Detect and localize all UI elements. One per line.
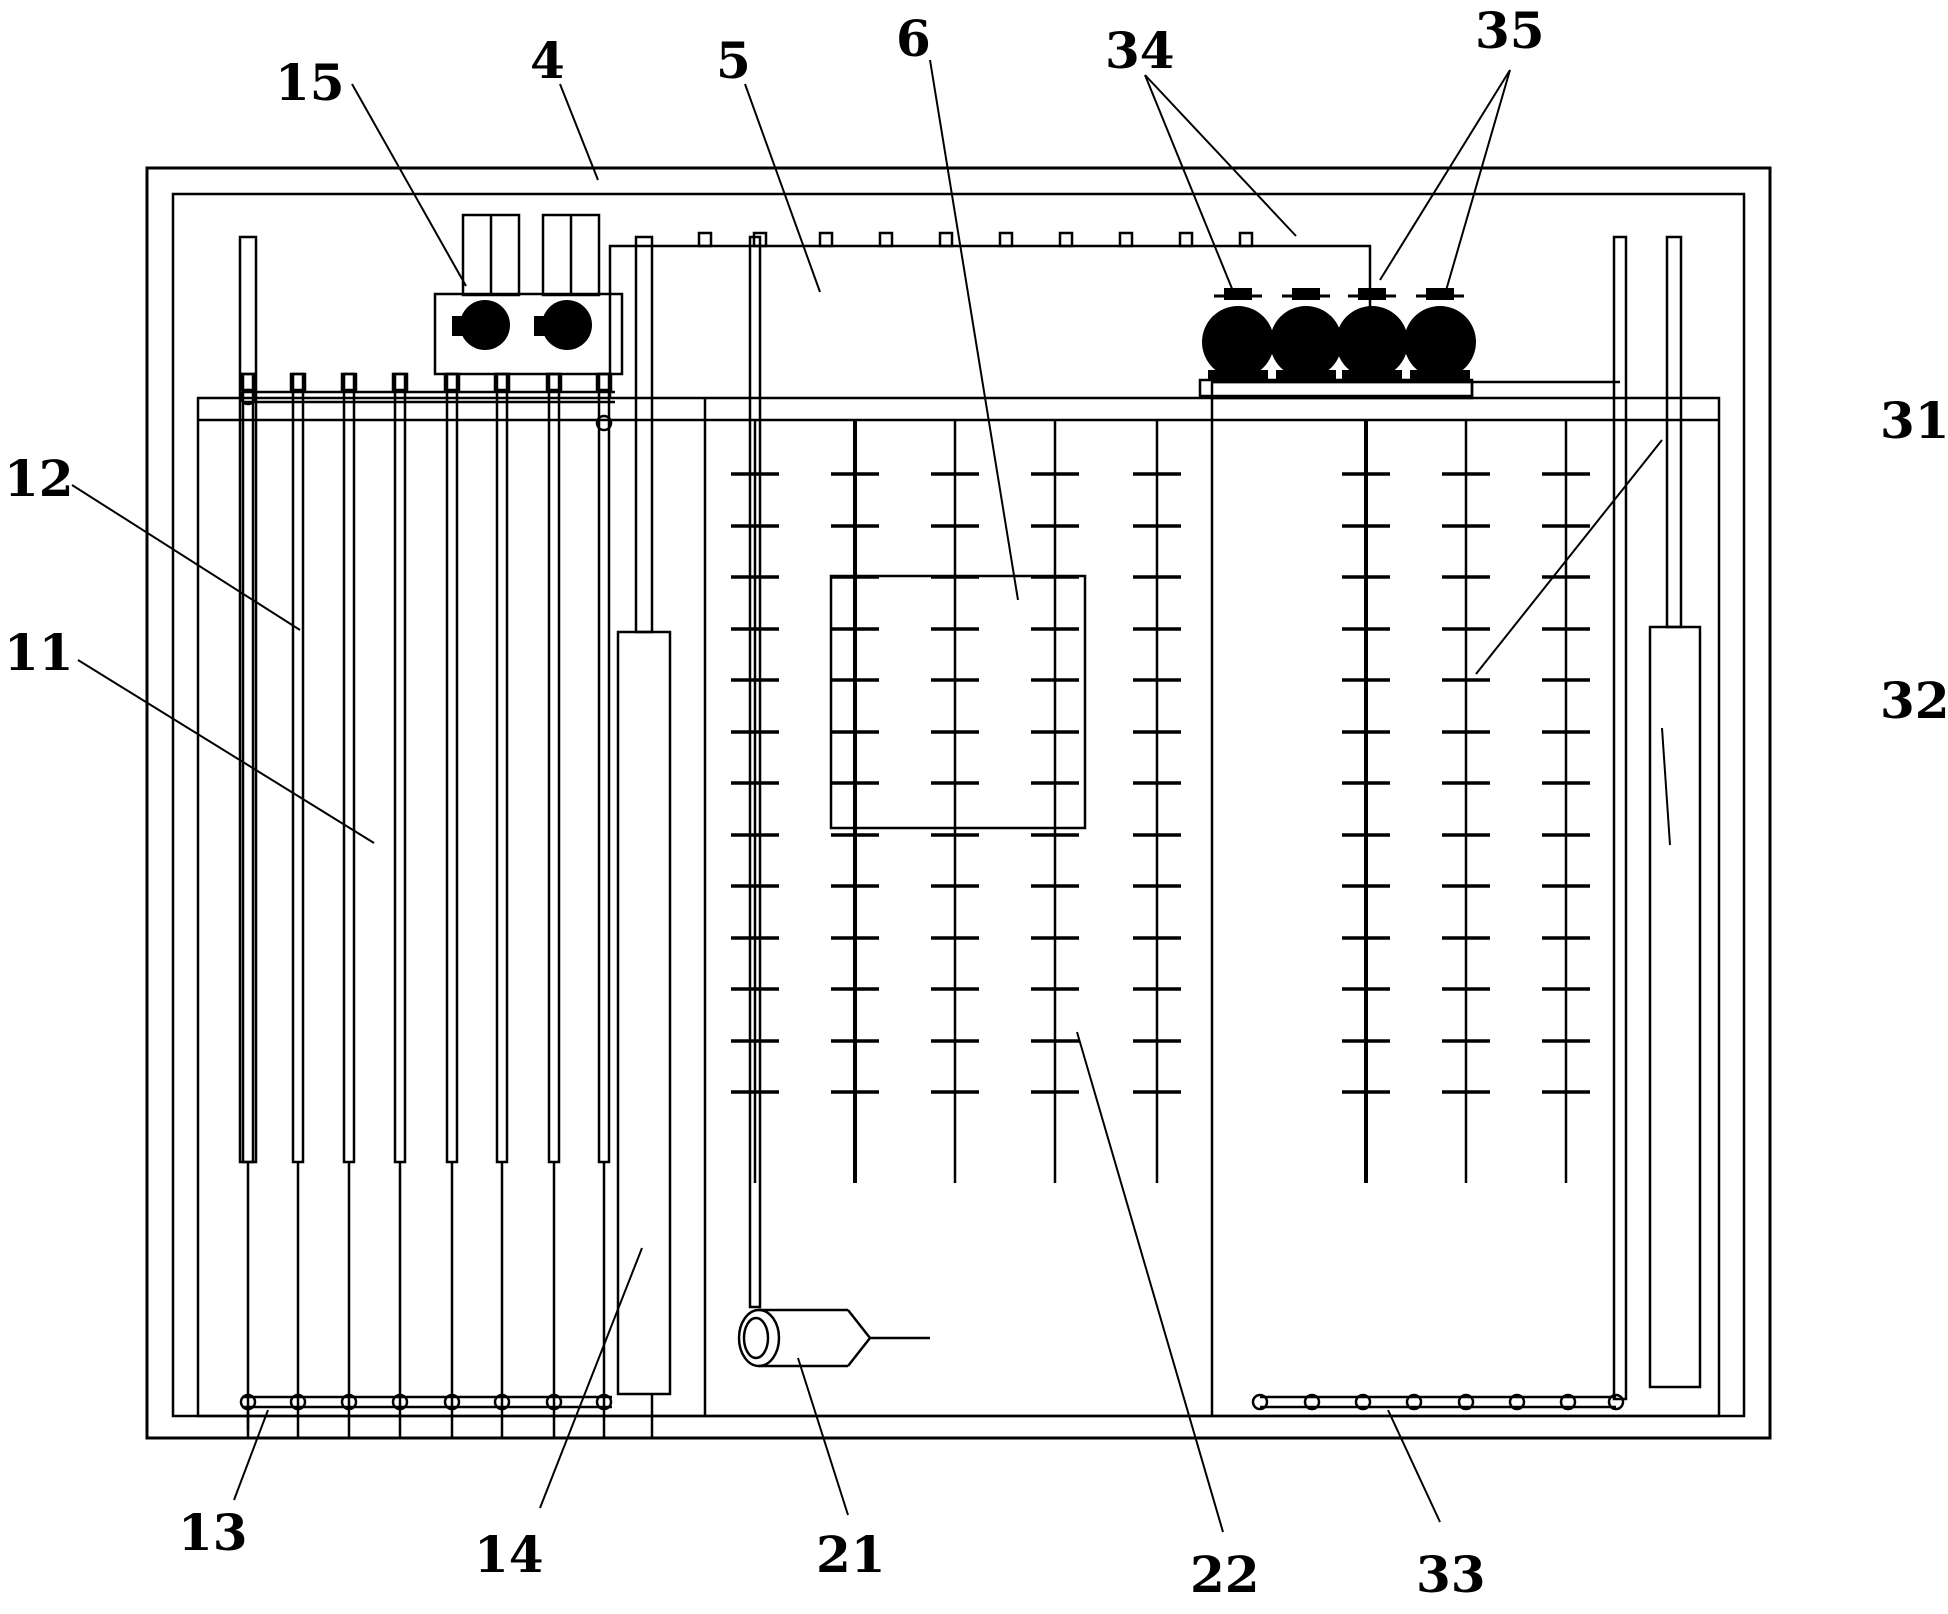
membrane-tube bbox=[547, 372, 561, 1164]
label-35: 35 bbox=[1475, 1, 1545, 60]
tube-cap bbox=[595, 372, 613, 392]
membrane-tube bbox=[597, 372, 611, 1164]
membrane-tube bbox=[342, 372, 356, 1164]
blower-body bbox=[1202, 306, 1274, 378]
bottom-diffuser bbox=[595, 1393, 613, 1411]
membrane-tube bbox=[445, 372, 459, 1164]
bottom-diffuser bbox=[1303, 1393, 1321, 1411]
top-valve bbox=[239, 388, 257, 406]
blower-skid bbox=[1198, 378, 1474, 398]
blower-flange bbox=[1426, 288, 1454, 300]
label-15: 15 bbox=[275, 53, 345, 112]
bottom-diffuser bbox=[239, 1393, 257, 1411]
nozzle bbox=[1118, 231, 1134, 248]
blower-flange bbox=[1358, 288, 1386, 300]
bottom-diffuser bbox=[1457, 1393, 1475, 1411]
tube-cap bbox=[340, 372, 358, 392]
nozzle bbox=[1058, 231, 1074, 248]
bottom-diffuser bbox=[340, 1393, 358, 1411]
blower-base bbox=[1410, 370, 1470, 380]
tube-cap bbox=[493, 372, 511, 392]
label-13: 13 bbox=[178, 1503, 248, 1562]
label-34: 34 bbox=[1105, 21, 1175, 80]
bottom-diffuser bbox=[391, 1393, 409, 1411]
left-compartment bbox=[238, 213, 672, 1438]
top-valve bbox=[595, 414, 613, 432]
bottom-diffuser bbox=[1607, 1393, 1625, 1411]
label-33: 33 bbox=[1416, 1545, 1486, 1604]
bottom-diffuser bbox=[493, 1393, 511, 1411]
nozzle bbox=[697, 231, 713, 248]
nozzle bbox=[878, 231, 894, 248]
membrane-tube bbox=[393, 372, 407, 1164]
tube-cap bbox=[289, 372, 307, 392]
tube-cap bbox=[391, 372, 409, 392]
blower-flange bbox=[1224, 288, 1252, 300]
blower-flange bbox=[1292, 288, 1320, 300]
blower-base bbox=[1208, 370, 1268, 380]
label-22: 22 bbox=[1190, 1545, 1260, 1604]
bottom-diffuser bbox=[1251, 1393, 1269, 1411]
nozzle bbox=[938, 231, 954, 248]
nozzle bbox=[818, 231, 834, 248]
label-14: 14 bbox=[474, 1525, 544, 1584]
bottom-diffuser bbox=[545, 1393, 563, 1411]
tube-cap bbox=[443, 372, 461, 392]
label-31: 31 bbox=[1880, 391, 1948, 450]
blower-base bbox=[1276, 370, 1336, 380]
nozzle bbox=[1238, 231, 1254, 248]
label-11: 11 bbox=[4, 623, 74, 682]
nozzle bbox=[998, 231, 1014, 248]
middle-compartment bbox=[731, 235, 1181, 1368]
blower-body bbox=[1336, 306, 1408, 378]
compartment-walls bbox=[196, 380, 1721, 1418]
bottom-diffuser bbox=[1508, 1393, 1526, 1411]
leader-lines bbox=[71, 59, 1671, 1533]
bottom-diffuser bbox=[1354, 1393, 1372, 1411]
bottom-diffuser bbox=[1559, 1393, 1577, 1411]
blower-body bbox=[1270, 306, 1342, 378]
label-4: 4 bbox=[530, 31, 565, 90]
membrane-tube bbox=[291, 372, 305, 1164]
bottom-diffuser bbox=[289, 1393, 307, 1411]
bottom-diffuser bbox=[443, 1393, 461, 1411]
pumps-15 bbox=[452, 300, 592, 350]
label-21: 21 bbox=[816, 1525, 886, 1584]
membrane-tube bbox=[495, 372, 509, 1164]
nozzle bbox=[1178, 231, 1194, 248]
label-32: 32 bbox=[1880, 671, 1948, 730]
blower-base bbox=[1342, 370, 1402, 380]
bottom-diffuser bbox=[1405, 1393, 1423, 1411]
outer-tank bbox=[145, 166, 1772, 1440]
right-compartment bbox=[1210, 235, 1702, 1411]
blowers bbox=[1198, 288, 1476, 398]
blower-body bbox=[1404, 306, 1476, 378]
label-6: 6 bbox=[896, 9, 931, 68]
label-5: 5 bbox=[716, 31, 751, 90]
tube-cap bbox=[545, 372, 563, 392]
label-12: 12 bbox=[4, 449, 74, 508]
